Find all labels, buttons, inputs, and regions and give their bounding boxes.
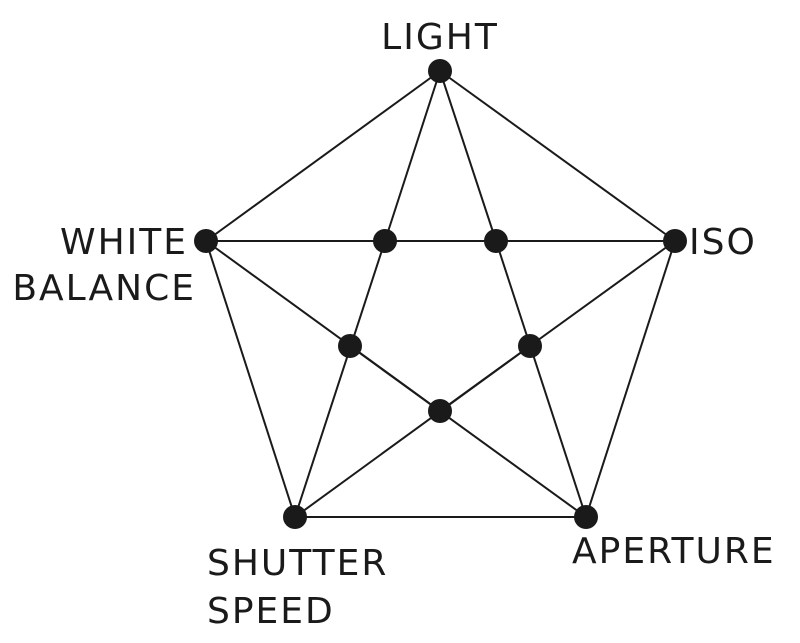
edge-iso-aperture xyxy=(585,240,676,518)
edge-shutter-inner-top xyxy=(294,240,386,518)
label-white-balance-line2: BALANCE xyxy=(12,268,196,309)
edge-light-inner-left xyxy=(384,70,441,242)
label-light: LIGHT xyxy=(381,17,499,58)
node-aperture xyxy=(574,505,598,529)
edge-aperture-inner-top xyxy=(495,240,587,518)
label-aperture: APERTURE xyxy=(572,531,776,572)
node-inner-right xyxy=(518,334,542,358)
edge-aperture-inner-left xyxy=(349,345,587,518)
node-shutter-speed xyxy=(283,505,307,529)
edge-shutter-whitebalance xyxy=(205,240,296,518)
label-shutter-speed-line2: SPEED xyxy=(207,591,335,632)
node-white-balance xyxy=(194,229,218,253)
node-inner-left xyxy=(338,334,362,358)
node-inner-top-left xyxy=(373,229,397,253)
label-iso: ISO xyxy=(689,222,757,263)
label-shutter-speed-line1: SHUTTER xyxy=(207,543,388,584)
edge-light-inner-right xyxy=(439,70,497,242)
edge-shutter-inner-right xyxy=(294,345,531,518)
node-inner-top-right xyxy=(484,229,508,253)
edge-light-iso xyxy=(439,70,676,242)
node-iso xyxy=(663,229,687,253)
node-light xyxy=(428,59,452,83)
edge-whitebalance-light xyxy=(205,70,441,242)
label-white-balance-line1: WHITE xyxy=(60,222,188,263)
node-inner-bottom xyxy=(428,399,452,423)
